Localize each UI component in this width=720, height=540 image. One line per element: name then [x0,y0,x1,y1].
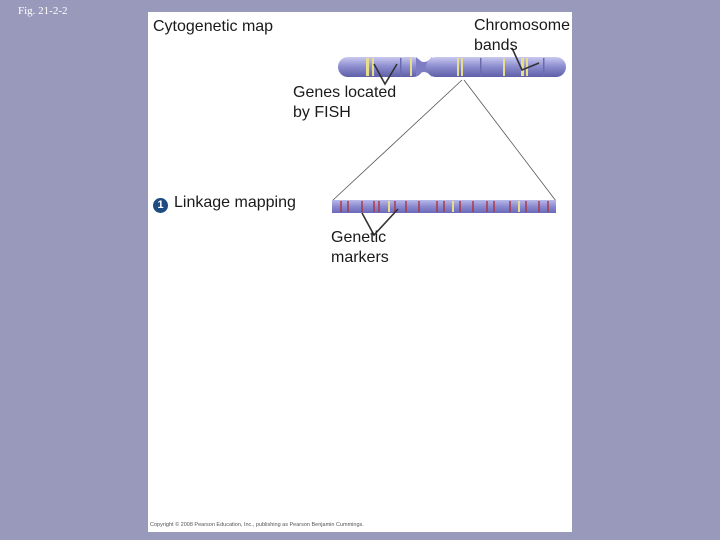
linkage-mapping-label: Linkage mapping [174,194,296,211]
markers-pointer [361,208,399,237]
zoom-line-left [331,79,463,202]
figure-panel: Cytogenetic map Chromosome bands Genes l… [148,12,572,532]
strip-yellow-bands [388,201,520,212]
fish-label: Genes located by FISH [293,84,397,121]
step-number-badge: 1 [153,198,168,213]
genetic-markers-label: Genetic markers [331,229,389,266]
chromosome-right-arm [426,57,566,77]
slide-label: Fig. 21-2-2 [18,5,68,17]
chromosome-diagram [331,47,566,237]
bands-pointer [511,47,540,72]
fish-pointer [373,63,398,86]
genetic-marker-ticks [340,201,549,212]
chromosome-bands-label: Chromosome bands [473,17,570,54]
copyright-notice: Copyright © 2008 Pearson Education, Inc.… [150,522,364,528]
chromosome-bands [366,58,545,76]
chromosome-left-arm [338,57,423,77]
zoom-line-right [463,79,557,202]
cytogenetic-map-title: Cytogenetic map [153,18,274,35]
